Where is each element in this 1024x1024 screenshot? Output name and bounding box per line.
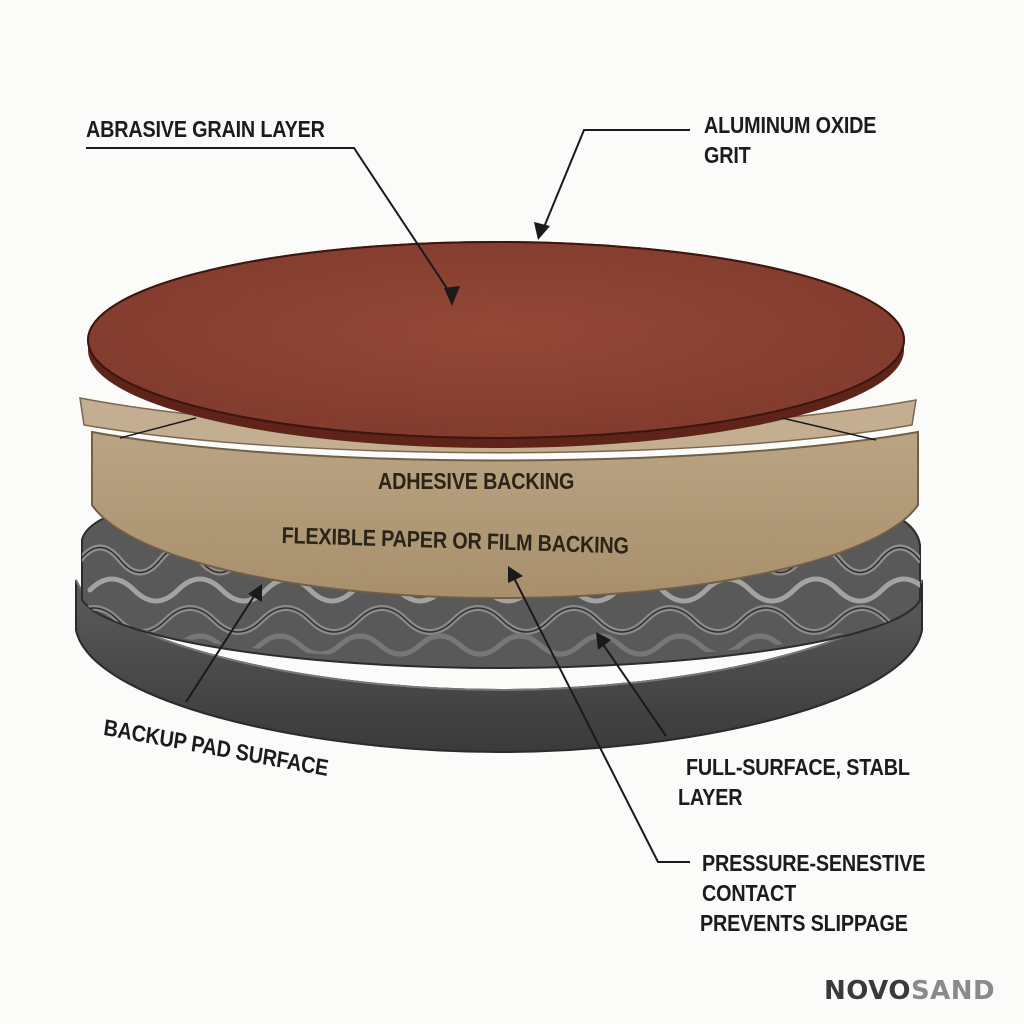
arrowhead-pressure: [508, 566, 523, 583]
leader-aluminum-oxide: [541, 129, 690, 233]
label-aluminum-oxide-line2: GRIT: [704, 142, 751, 168]
logo-part-novo: NOVO: [824, 976, 911, 1006]
leader-adhesive-right: [781, 417, 877, 441]
leader-pressure: [511, 573, 690, 863]
label-full-surface-line2: LAYER: [678, 784, 743, 810]
arrowhead-backup-pad: [248, 584, 262, 602]
leader-adhesive-left: [119, 417, 197, 439]
leader-abrasive-grain: [86, 147, 453, 297]
arrowhead-full-surface: [596, 632, 611, 650]
label-pressure-line1: PRESSURE-SENESTIVE: [702, 850, 926, 876]
brand-logo: NOVOSAND: [824, 976, 995, 1006]
arrowhead-aluminum-oxide: [534, 222, 550, 240]
label-pressure-line3: PREVENTS SLIPPAGE: [700, 910, 908, 936]
leader-lines: [86, 129, 877, 863]
logo-part-sand: SAND: [910, 976, 996, 1006]
label-abrasive-grain: ABRASIVE GRAIN LAYER: [86, 116, 325, 142]
arrowhead-abrasive-grain: [444, 286, 460, 306]
flexible-backing-band: [91, 430, 919, 600]
abrasive-disc: [87, 241, 905, 448]
label-adhesive-backing: ADHESIVE BACKING: [378, 468, 575, 494]
leader-full-surface: [599, 639, 667, 737]
label-full-surface-line1: FULL-SURFACE, STABL: [686, 754, 910, 780]
label-aluminum-oxide-line1: ALUMINUM OXIDE: [704, 112, 877, 138]
leader-backup-pad: [185, 589, 259, 703]
label-pressure-line2: CONTACT: [702, 880, 797, 906]
